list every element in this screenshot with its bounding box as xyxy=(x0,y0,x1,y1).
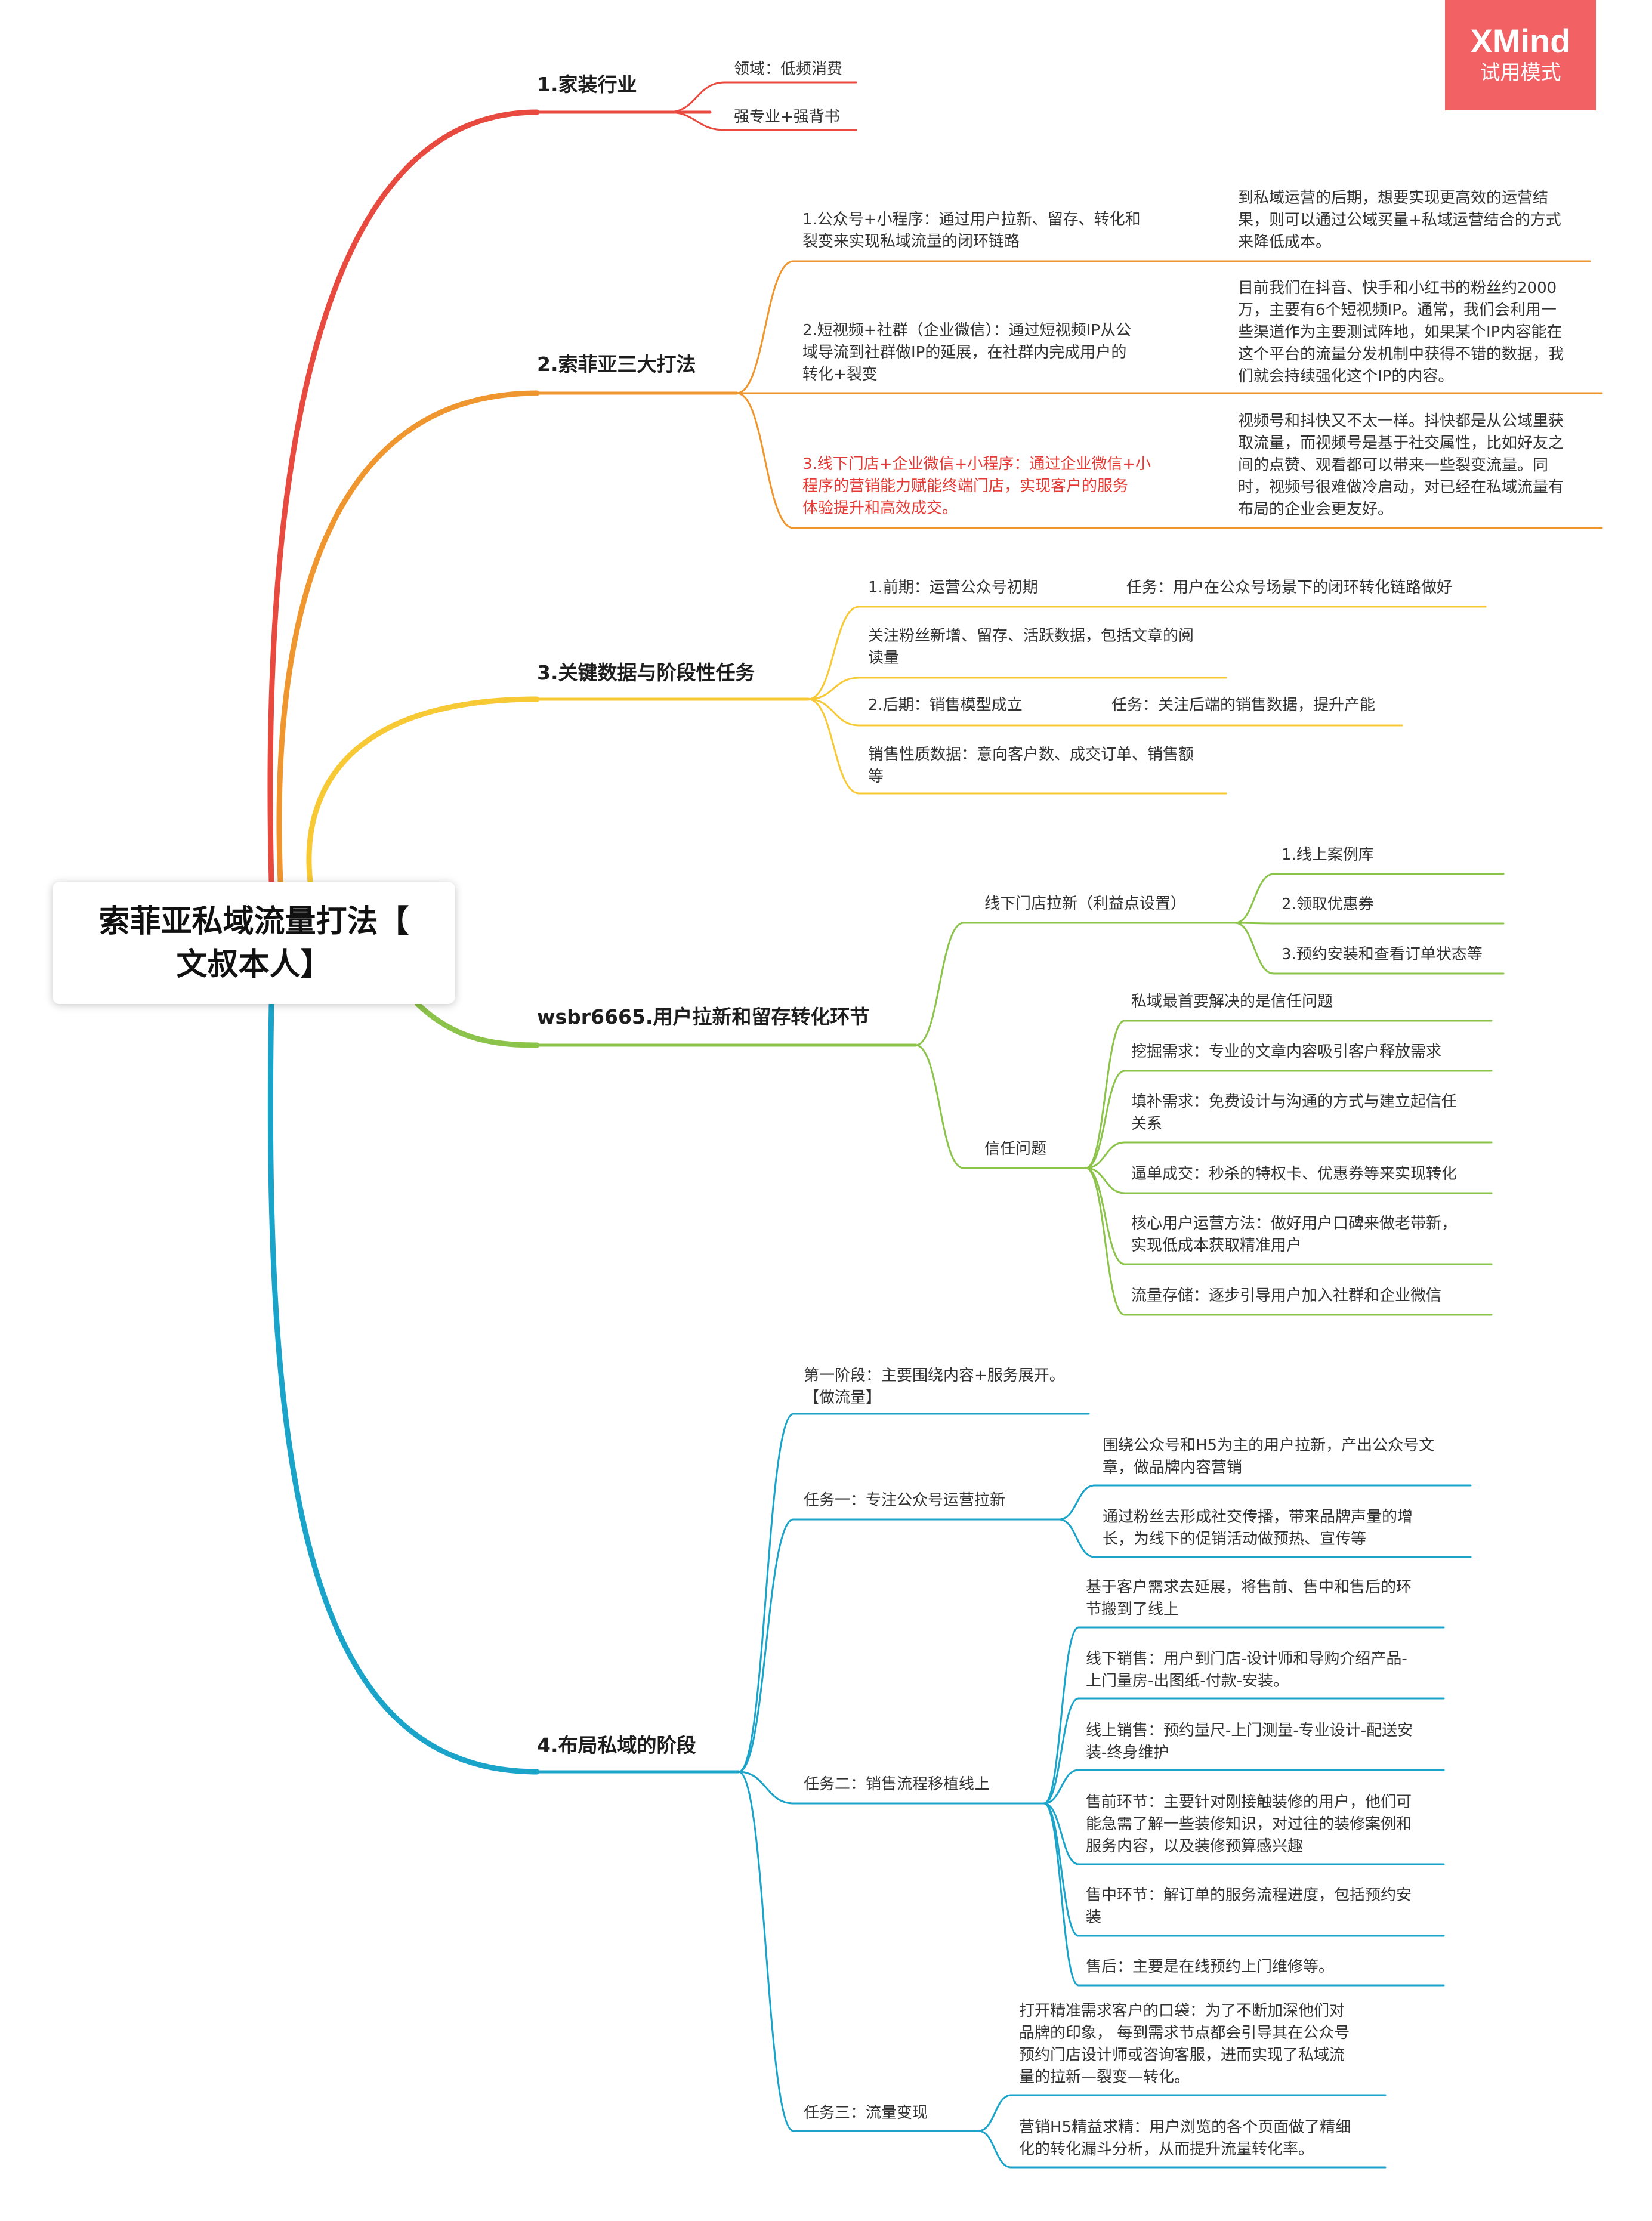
link-keydata-2 xyxy=(807,698,860,727)
task-two-topic[interactable]: 任务二：销售流程移植线上 xyxy=(804,1775,990,1793)
link-industry-0 xyxy=(667,81,726,113)
trust-item-5[interactable]: 核心用户运营方法：做好用户口碑来做老带新， 实现低成本获取精准用户 xyxy=(1131,1215,1458,1255)
keydata-topic-1[interactable]: 1.前期：运营公众号初期 xyxy=(868,579,1038,597)
link-task-two-item-2 xyxy=(1043,1769,1080,1805)
branch-three-methods[interactable]: 2.索菲亚三大打法 xyxy=(537,353,696,376)
keydata-topic-4[interactable]: 销售性质数据：意向客户数、成交订单、销售额 等 xyxy=(868,746,1194,786)
link-task-one xyxy=(737,1518,795,1773)
trust-item-2[interactable]: 挖掘需求：专业的文章内容吸引客户释放需求 xyxy=(1131,1043,1442,1061)
trial-mode-label: 试用模式 xyxy=(1480,61,1561,85)
link-task-two-item-0 xyxy=(1043,1626,1080,1805)
trunk-line-methods xyxy=(276,390,540,885)
keydata-task-1[interactable]: 任务：用户在公众号场景下的闭环转化链路做好 xyxy=(1126,579,1453,597)
link-task-two-item-1 xyxy=(1043,1697,1080,1805)
link-method-0 xyxy=(736,260,795,394)
xmind-trial-badge: XMind 试用模式 xyxy=(1445,0,1596,110)
trust-item-1[interactable]: 私域最首要解决的是信任问题 xyxy=(1131,993,1333,1011)
link-trust-item-3 xyxy=(1085,1167,1126,1194)
task-two-item-2[interactable]: 线下销售：用户到门店-设计师和导购介绍产品- 上门量房-出图纸-付款-安装。 xyxy=(1086,1650,1407,1690)
link-offline-item-2 xyxy=(1234,922,1275,975)
central-topic[interactable]: 索菲亚私域流量打法【 文叔本人】 xyxy=(53,882,455,1004)
link-method-2 xyxy=(736,392,795,529)
method-topic-1[interactable]: 1.公众号+小程序：通过用户拉新、留存、转化和 裂变来实现私域流量的闭环链路 xyxy=(802,211,1141,251)
task-one-item-1[interactable]: 围绕公众号和H5为主的用户拉新，产出公众号文 章，做品牌内容营销 xyxy=(1103,1437,1435,1476)
method-note-3[interactable]: 视频号和抖快又不太一样。抖快都是从公域里获 取流量，而视频号是基于社交属性，比如… xyxy=(1238,412,1564,518)
link-offline-item-0 xyxy=(1234,873,1275,924)
link-task-three xyxy=(737,1771,795,2132)
trunk-line-industry xyxy=(267,109,540,885)
branch-key-data[interactable]: 3.关键数据与阶段性任务 xyxy=(537,661,755,684)
link-industry-1 xyxy=(667,111,726,131)
link-task-three-item-0 xyxy=(977,2094,1012,2132)
task-one-item-2[interactable]: 通过粉丝去形成社交传播，带来品牌声量的增 长，为线下的促销活动做预热、宣传等 xyxy=(1103,1508,1413,1548)
keydata-topic-3[interactable]: 2.后期：销售模型成立 xyxy=(868,696,1023,714)
link-task-three-item-1 xyxy=(977,2130,1012,2169)
task-three-item-2[interactable]: 营销H5精益求精：用户浏览的各个页面做了精细 化的转化漏斗分析，从而提升流量转化… xyxy=(1019,2118,1351,2158)
link-task-two-item-3 xyxy=(1043,1802,1080,1865)
offline-item-1[interactable]: 1.线上案例库 xyxy=(1282,846,1374,864)
link-trust-item-1 xyxy=(1085,1070,1126,1169)
link-keydata-3 xyxy=(807,698,860,795)
offline-item-2[interactable]: 2.领取优惠券 xyxy=(1282,895,1374,913)
trust-topic[interactable]: 信任问题 xyxy=(984,1140,1047,1158)
link-trust-item-0 xyxy=(1085,1020,1126,1169)
xmind-logo: XMind xyxy=(1470,22,1571,60)
trunk-line-acquisition xyxy=(415,1001,540,1048)
link-keydata-1 xyxy=(807,677,860,700)
industry-topic-2[interactable]: 强专业+强背书 xyxy=(734,108,840,126)
link-task-two-item-4 xyxy=(1043,1802,1080,1937)
method-topic-3[interactable]: 3.线下门店+企业微信+小程序：通过企业微信+小 程序的营销能力赋能终端门店，实… xyxy=(802,455,1151,517)
method-note-1[interactable]: 到私域运营的后期，想要实现更高效的运营结 果，则可以通过公域买量+私域运营结合的… xyxy=(1238,189,1561,251)
link-task-two xyxy=(737,1771,795,1805)
task-two-item-6[interactable]: 售后：主要是在线预约上门维修等。 xyxy=(1086,1958,1335,1976)
trust-item-3[interactable]: 填补需求：免费设计与沟通的方式与建立起信任 关系 xyxy=(1131,1093,1458,1133)
offline-store-topic[interactable]: 线下门店拉新（利益点设置） xyxy=(984,895,1187,913)
method-note-2[interactable]: 目前我们在抖音、快手和小红书的粉丝约2000 万，主要有6个短视频IP。通常，我… xyxy=(1238,279,1564,385)
task-three-item-1[interactable]: 打开精准需求客户的口袋：为了不断加深他们对 品牌的印象， 每到需求节点都会引导其… xyxy=(1019,2002,1350,2086)
branch-private-domain-stages[interactable]: 4.布局私域的阶段 xyxy=(537,1734,696,1757)
link-keydata-0 xyxy=(807,606,860,700)
task-two-item-3[interactable]: 线上销售：预约量尺-上门测量-专业设计-配送安 装-终身维护 xyxy=(1086,1722,1413,1762)
link-trust-item-5 xyxy=(1085,1167,1126,1316)
task-two-item-5[interactable]: 售中环节：解订单的服务流程进度，包括预约安 装 xyxy=(1086,1886,1412,1926)
keydata-task-3[interactable]: 任务：关注后端的销售数据，提升产能 xyxy=(1111,696,1376,714)
trust-item-4[interactable]: 逼单成交：秒杀的特权卡、优惠券等来实现转化 xyxy=(1131,1165,1458,1183)
link-offline xyxy=(915,922,965,1046)
link-task-two-item-5 xyxy=(1043,1802,1080,1987)
trunk-line-keydata xyxy=(306,696,540,885)
branch-industry[interactable]: 1.家装行业 xyxy=(537,73,637,96)
link-task-one-item-0 xyxy=(1058,1484,1096,1521)
stage-one-topic[interactable]: 第一阶段：主要围绕内容+服务展开。 【做流量】 xyxy=(804,1367,1065,1407)
offline-item-3[interactable]: 3.预约安装和查看订单状态等 xyxy=(1282,946,1483,963)
branch-user-acquisition[interactable]: wsbr6665.用户拉新和留存转化环节 xyxy=(537,1005,870,1028)
task-one-topic[interactable]: 任务一：专注公众号运营拉新 xyxy=(804,1491,1006,1509)
link-stage-one xyxy=(737,1413,795,1773)
link-trust-item-4 xyxy=(1085,1167,1126,1265)
trunk-line-stages xyxy=(267,1001,540,1775)
task-three-topic[interactable]: 任务三：流量变现 xyxy=(804,2104,928,2122)
task-two-item-4[interactable]: 售前环节：主要针对刚接触装修的用户，他们可 能急需了解一些装修知识，对过往的装修… xyxy=(1086,1793,1412,1855)
keydata-topic-2[interactable]: 关注粉丝新增、留存、活跃数据，包括文章的阅 读量 xyxy=(868,627,1194,667)
link-trust-item-2 xyxy=(1085,1141,1126,1169)
task-two-item-1[interactable]: 基于客户需求去延展，将售前、售中和售后的环 节搬到了线上 xyxy=(1086,1579,1412,1618)
method-topic-2[interactable]: 2.短视频+社群（企业微信）：通过短视频IP从公 域导流到社群做IP的延展，在社… xyxy=(802,322,1131,384)
link-trust xyxy=(915,1044,965,1169)
trust-item-6[interactable]: 流量存储：逐步引导用户加入社群和企业微信 xyxy=(1131,1287,1442,1305)
industry-topic-1[interactable]: 领域：低频消费 xyxy=(734,60,843,78)
link-task-one-item-1 xyxy=(1058,1518,1096,1558)
